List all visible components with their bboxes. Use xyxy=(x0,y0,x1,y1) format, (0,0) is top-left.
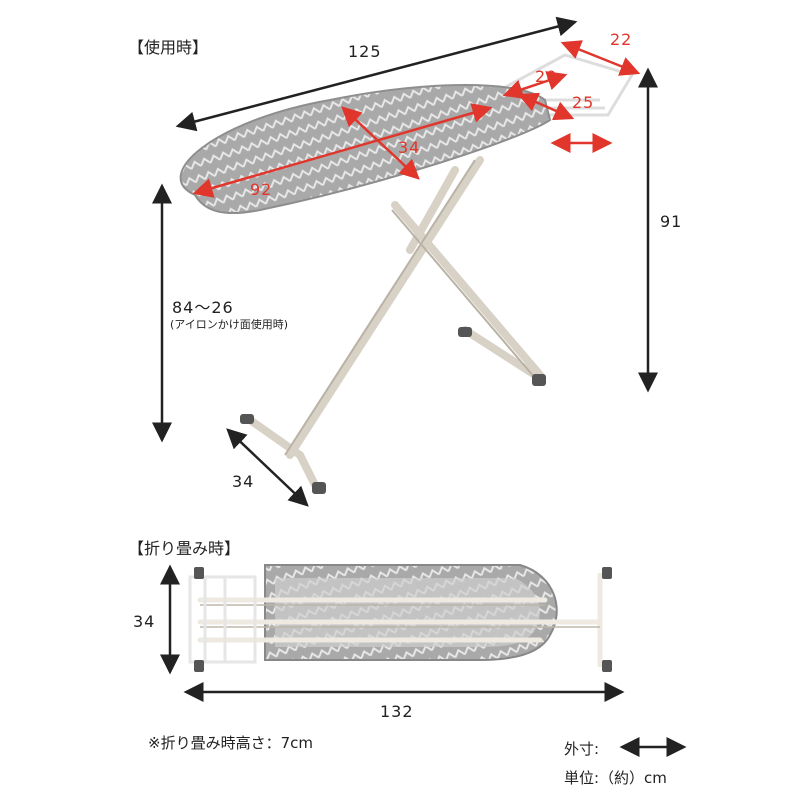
dim-height-range: 84～26 xyxy=(172,298,234,317)
rack-depth1-arrow xyxy=(502,71,568,99)
dim-rack-width: 22 xyxy=(610,30,633,49)
dim-total-height: 91 xyxy=(660,212,683,231)
board-feet xyxy=(240,327,546,494)
board-length-arrow xyxy=(192,103,493,198)
dim-board-length: 92 xyxy=(250,180,273,199)
dim-rack-depth-1: 20 xyxy=(535,67,558,86)
dim-board-width: 34 xyxy=(398,138,421,157)
dim-folded-length: 132 xyxy=(380,702,414,721)
base-width-arrow xyxy=(226,428,309,507)
dim-height-note: (アイロンかけ面使用時) xyxy=(170,318,289,331)
ironing-board-in-use xyxy=(179,53,635,494)
folded-rack xyxy=(188,575,257,664)
ironing-board-folded xyxy=(188,564,612,672)
folded-feet xyxy=(194,567,612,672)
legend-outer-label: 外寸: xyxy=(564,740,600,758)
dim-arrows-folded xyxy=(160,564,625,702)
heading-in-use: 【使用時】 xyxy=(128,38,209,57)
dim-rack-depth-2: 25 xyxy=(572,93,595,112)
heading-folded: 【折り畳み時】 xyxy=(128,539,241,558)
board-cover xyxy=(179,84,552,214)
rack-depth2-arrow xyxy=(517,92,575,121)
dim-length: 125 xyxy=(348,42,382,61)
note-folded-height: ※折り畳み時高さ：7cm xyxy=(148,734,313,752)
board-legs xyxy=(246,156,544,489)
dim-base-width: 34 xyxy=(232,472,255,491)
dim-folded-width: 34 xyxy=(133,612,156,631)
rack-width-arrow xyxy=(560,40,641,76)
dim-arrows-in-use xyxy=(152,16,658,507)
legend-unit: 単位:（約）cm xyxy=(564,769,667,787)
